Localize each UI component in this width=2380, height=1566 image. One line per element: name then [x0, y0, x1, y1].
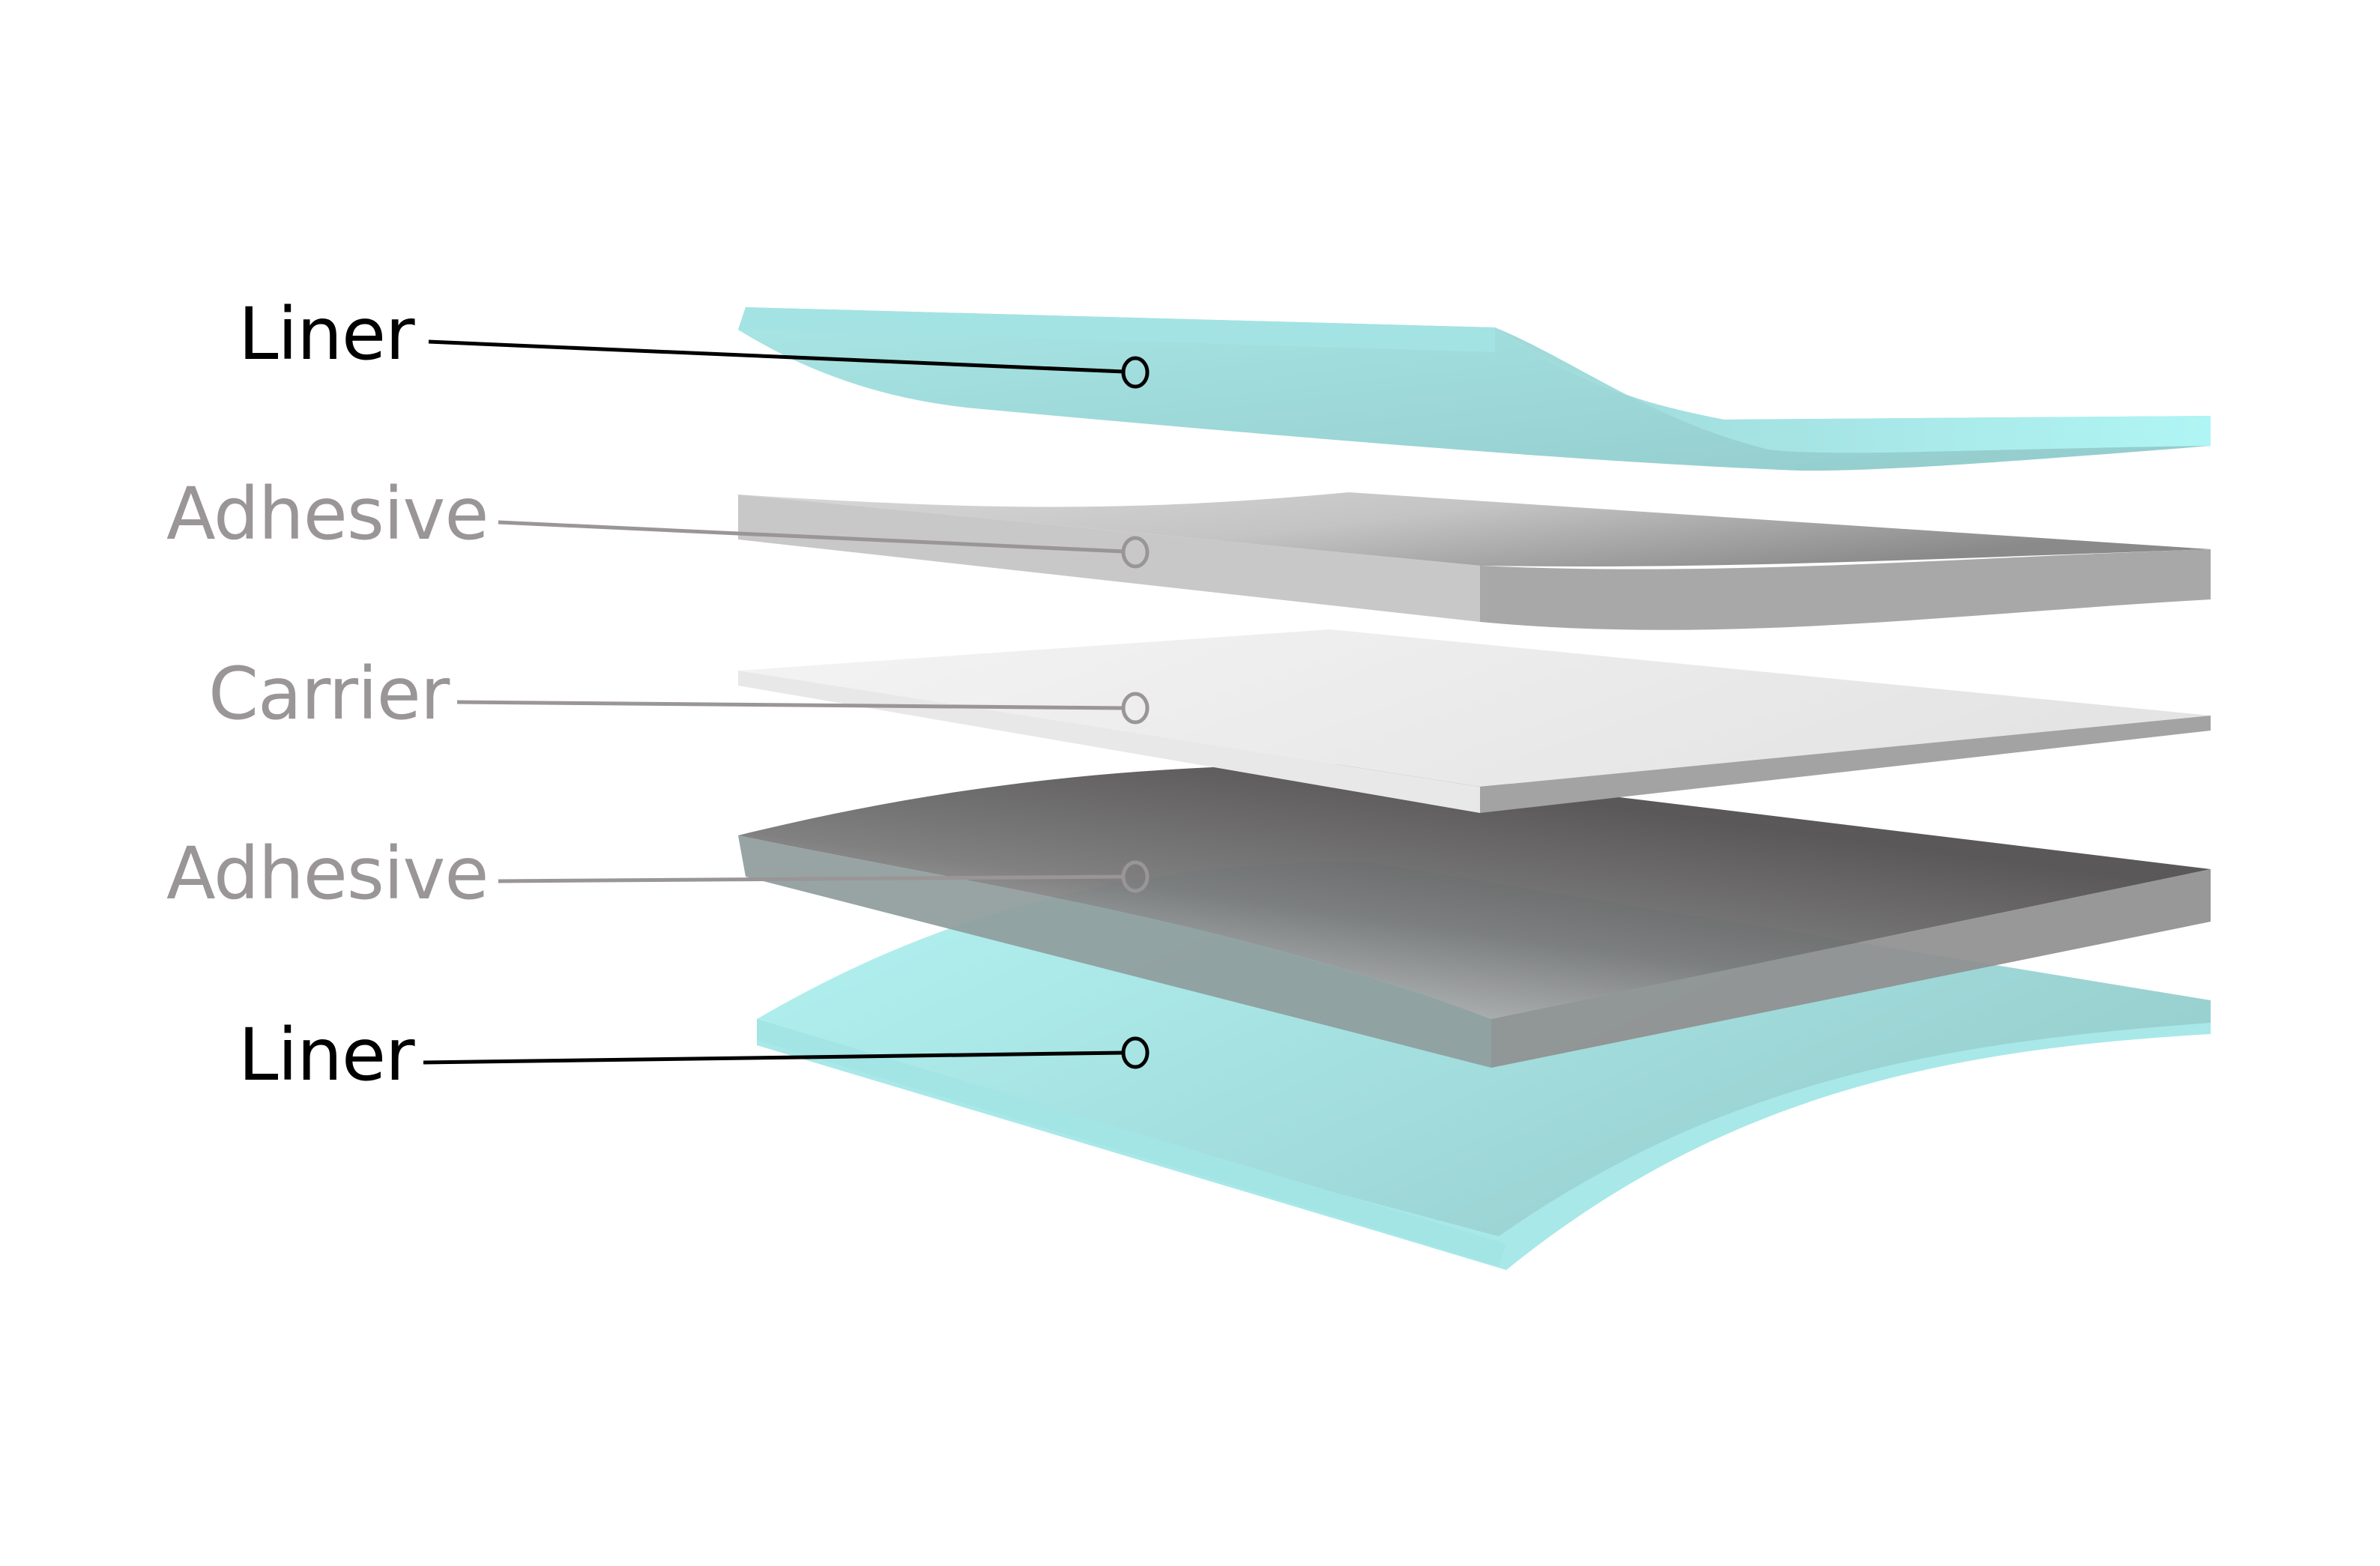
label-liner-top: Liner [238, 292, 415, 376]
adhesive-bottom-sheet [738, 764, 2211, 1068]
adhesive-top-sheet [738, 492, 2211, 630]
label-adhesive-bottom: Adhesive [166, 832, 489, 916]
label-liner-bottom: Liner [238, 1013, 415, 1097]
label-carrier: Carrier [208, 652, 450, 736]
carrier-sheet [738, 629, 2211, 813]
leader-carrier [456, 692, 1150, 725]
liner-top-sheet [738, 307, 2211, 471]
leader-liner-top [428, 339, 1150, 389]
leader-liner-bottom [423, 1036, 1150, 1069]
label-adhesive-top: Adhesive [166, 472, 489, 556]
leader-adhesive-bottom [498, 860, 1150, 893]
leader-adhesive-top [498, 520, 1150, 569]
